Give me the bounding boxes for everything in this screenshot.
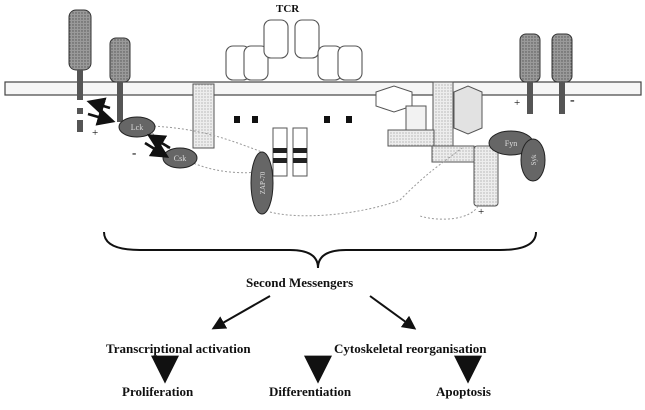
svg-text:Lck: Lck	[131, 123, 143, 132]
right-receptor-2	[551, 33, 573, 114]
tcr-label: TCR	[276, 3, 300, 15]
syk-molecule: Syk	[520, 138, 546, 182]
left-receptor-2	[109, 37, 131, 122]
minus-sign-right: -	[570, 93, 575, 108]
minus-sign-left: -	[132, 145, 137, 160]
svg-text:Csk: Csk	[174, 154, 186, 163]
lck-molecule: Lck	[118, 116, 156, 138]
csk-molecule: Csk	[162, 147, 198, 169]
apoptosis-label: Apoptosis	[436, 384, 491, 399]
brace	[103, 231, 537, 269]
svg-text:ZAP-70: ZAP-70	[259, 171, 267, 194]
itam-markers	[234, 116, 352, 123]
plus-sign-left: +	[92, 127, 99, 139]
differentiation-label: Differentiation	[269, 384, 352, 399]
regulation-arrows	[86, 97, 171, 158]
left-receptor-1	[68, 9, 92, 132]
plus-sign-bottom: +	[478, 206, 485, 218]
second-messengers-label: Second Messengers	[246, 275, 354, 290]
plus-sign-right: +	[514, 97, 521, 109]
svg-text:Syk: Syk	[530, 154, 538, 165]
flow-arrows	[211, 295, 417, 330]
tcr-complex	[225, 19, 363, 81]
outcome-arrows	[151, 355, 482, 384]
svg-text:Fyn: Fyn	[505, 139, 517, 148]
cytoskeletal-reorganisation-label: Cytoskeletal reorganisation	[334, 341, 487, 356]
cd3-chains	[272, 127, 308, 177]
proliferation-label: Proliferation	[122, 384, 194, 399]
right-receptor-1	[519, 33, 541, 114]
zap70-molecule: ZAP-70	[250, 151, 274, 215]
adapter-complex	[375, 85, 499, 207]
transcriptional-activation-label: Transcriptional activation	[106, 341, 251, 356]
cell-membrane	[4, 81, 642, 96]
cd-coreceptor-column	[192, 83, 215, 149]
